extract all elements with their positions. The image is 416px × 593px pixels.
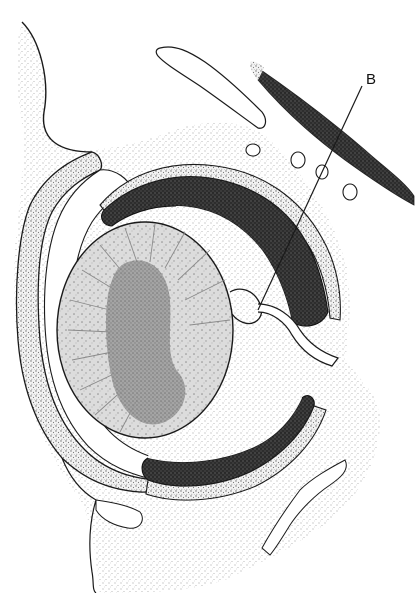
label-b: B — [366, 71, 376, 88]
upper-elongated-structure — [156, 47, 265, 128]
